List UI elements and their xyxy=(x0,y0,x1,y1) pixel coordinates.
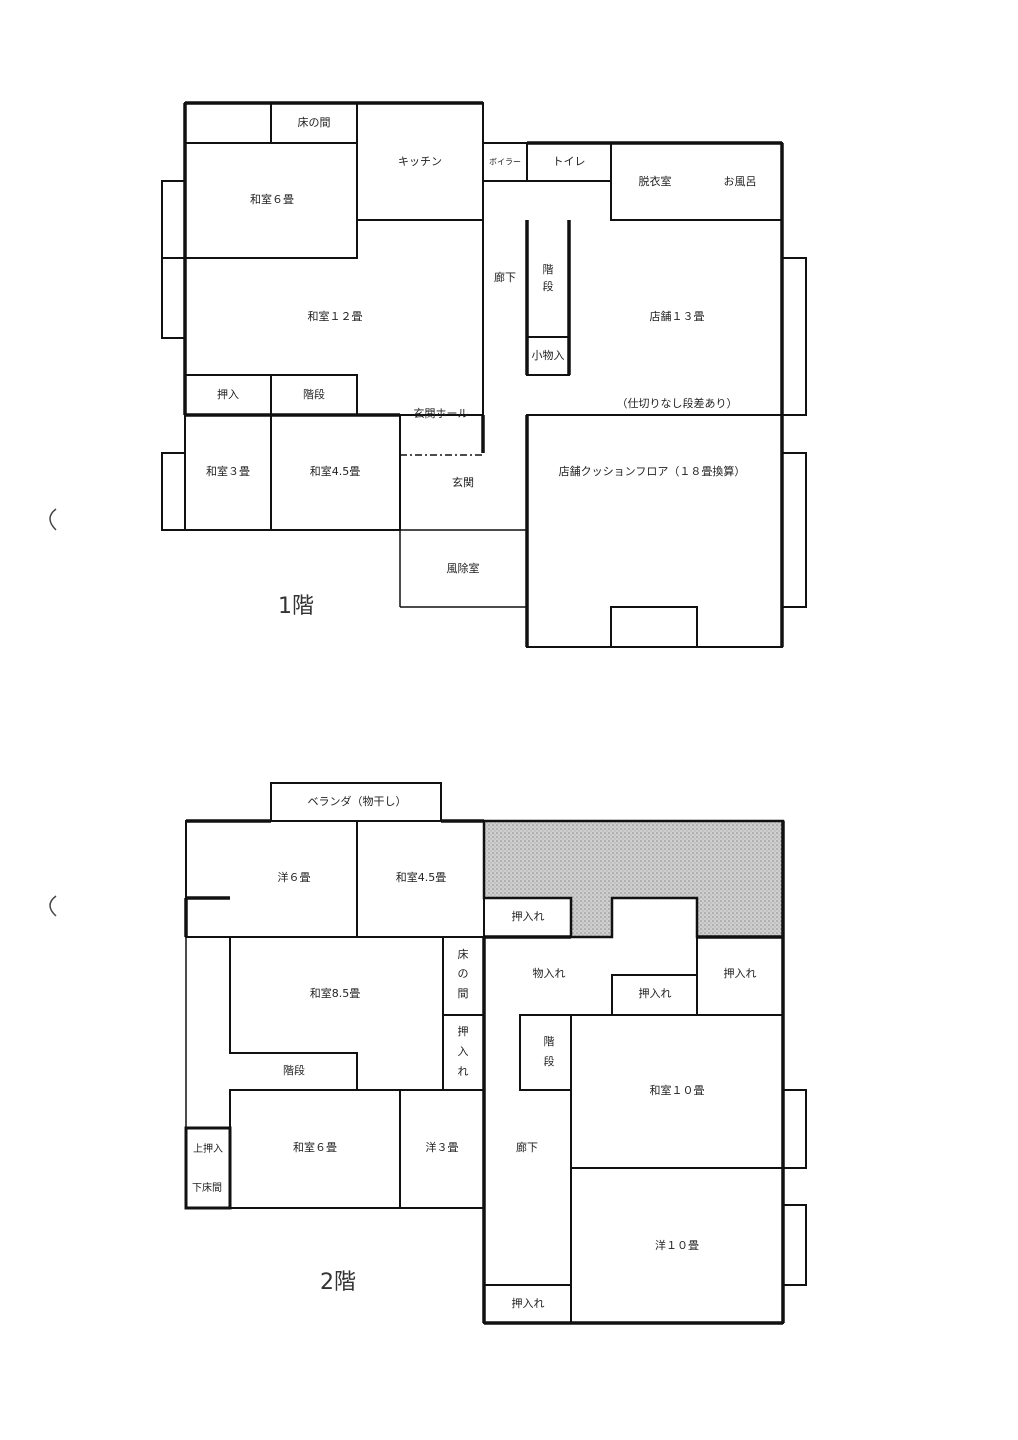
label-shop-cushion-floor: 店舗クッションフロア（１８畳換算） xyxy=(559,464,746,478)
label-stairs: 階段 xyxy=(283,1063,305,1077)
label-yo-6: 洋６畳 xyxy=(278,870,311,884)
label-tokonoma: 間 xyxy=(458,987,469,1000)
room-stairs xyxy=(519,1014,572,1091)
label-tokonoma: の xyxy=(458,967,469,980)
label-oshiire: 押入 xyxy=(217,387,239,401)
room-upper-closet xyxy=(184,1126,232,1210)
label-washitsu-4-5: 和室4.5畳 xyxy=(310,464,361,478)
label-windbreak-room: 風除室 xyxy=(447,561,480,575)
label-stairs-vertical: 階 xyxy=(543,262,554,276)
label-oshiire-vertical: れ xyxy=(458,1065,469,1078)
label-stairs-vertical: 階 xyxy=(544,1034,555,1048)
bay-window xyxy=(161,452,186,531)
room-washitsu-8-5 xyxy=(229,936,444,1091)
label-washitsu-8-5: 和室8.5畳 xyxy=(310,986,361,1000)
floor-2-title: 2階 xyxy=(320,1270,356,1295)
label-dressing-room: 脱衣室 xyxy=(639,174,672,188)
label-entrance-hall: 玄関ホール xyxy=(414,406,469,420)
label-washitsu-4-5: 和室4.5畳 xyxy=(396,870,447,884)
closet-top-left xyxy=(184,102,272,144)
label-oshiire: 押入れ xyxy=(724,966,757,980)
scan-mark xyxy=(49,508,57,531)
room-small-storage xyxy=(526,336,570,376)
room-yo-6 xyxy=(185,820,358,938)
label-stairs: 階段 xyxy=(303,387,325,401)
label-stairs-vertical: 段 xyxy=(544,1054,555,1068)
floor-1-title: 1階 xyxy=(278,594,314,619)
label-entrance: 玄関 xyxy=(452,475,474,489)
label-toilet: トイレ xyxy=(553,155,586,168)
floor-1-plan: 床の間 キッチン ボイラー トイレ 脱衣室 お風呂 和室６畳 和室１２畳 廊下 … xyxy=(161,101,807,648)
label-washitsu-10: 和室１０畳 xyxy=(650,1083,705,1097)
label-oshiire: 押入れ xyxy=(512,1296,545,1310)
label-corridor: 廊下 xyxy=(494,270,516,284)
label-veranda: ベランダ（物干し） xyxy=(308,794,407,808)
label-boiler: ボイラー xyxy=(489,158,521,167)
label-stairs-vertical: 段 xyxy=(543,279,554,293)
label-washitsu-6: 和室６畳 xyxy=(293,1140,337,1154)
label-oshiire-vertical: 入 xyxy=(458,1045,469,1058)
label-washitsu-3: 和室３畳 xyxy=(206,464,250,478)
label-oshiire: 押入れ xyxy=(512,909,545,923)
label-tokonoma: 床の間 xyxy=(298,115,331,129)
counter xyxy=(610,606,698,648)
label-corridor: 廊下 xyxy=(516,1140,538,1154)
label-oshiire: 押入れ xyxy=(639,986,672,1000)
label-shop-13: 店舗１３畳 xyxy=(650,309,705,323)
bay-window xyxy=(161,257,186,339)
bay-window xyxy=(781,452,807,608)
bay-window xyxy=(781,257,807,416)
label-tokonoma: 床 xyxy=(458,947,469,961)
room-shop-cushion-floor xyxy=(526,414,783,648)
floor-2-plan: ベランダ（物干し） 洋６畳 和室4.5畳 押入れ 和室8.5畳 床 の 間 押 … xyxy=(184,782,807,1325)
label-oshiire-vertical: 押 xyxy=(458,1024,469,1038)
label-monoire: 物入れ xyxy=(533,966,566,980)
label-yo-3: 洋３畳 xyxy=(426,1140,459,1154)
bay-window xyxy=(161,180,186,259)
scan-mark xyxy=(49,895,57,917)
label-washitsu-6: 和室６畳 xyxy=(250,192,294,206)
bay-window xyxy=(782,1204,807,1286)
label-bath: お風呂 xyxy=(724,175,757,188)
room-yo-3 xyxy=(399,1089,485,1209)
label-lower-tokonoma: 下床間 xyxy=(192,1181,222,1194)
label-yo-10: 洋１０畳 xyxy=(655,1238,699,1252)
label-kitchen: キッチン xyxy=(398,155,442,168)
label-upper-oshiire: 上押入 xyxy=(193,1142,223,1155)
label-partition-note: （仕切りなし段差あり） xyxy=(617,396,738,410)
label-small-storage: 小物入 xyxy=(532,348,565,362)
label-washitsu-12: 和室１２畳 xyxy=(308,309,363,323)
bay-window xyxy=(782,1089,807,1169)
